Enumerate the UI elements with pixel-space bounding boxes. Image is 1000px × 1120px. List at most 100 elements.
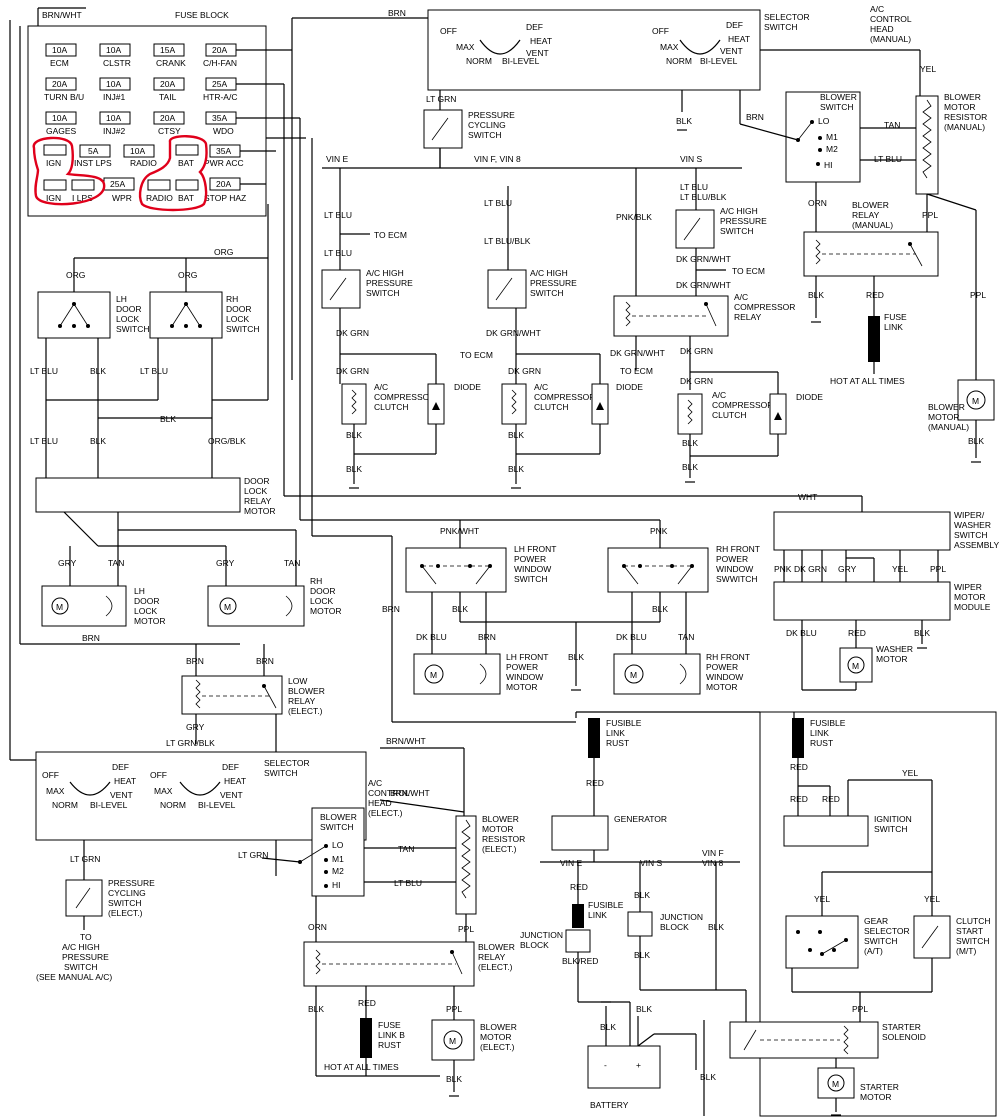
svg-text:RUST: RUST [606,738,629,748]
fuse-ctsy: 20A CTSY [153,111,185,136]
svg-text:LINK: LINK [588,910,607,920]
fuse-ecm: 10A ECM [45,43,77,68]
svg-text:LT BLU: LT BLU [394,878,422,888]
fuse-clstr: 10A CLSTR [99,43,131,68]
svg-text:CLUTCH: CLUTCH [534,402,568,412]
svg-text:BLK: BLK [682,462,698,472]
fuse-slot-bat: BAT [175,144,199,168]
svg-text:BLK/RED: BLK/RED [562,956,598,966]
svg-text:LOW: LOW [288,676,307,686]
svg-text:DIODE: DIODE [616,382,643,392]
svg-text:MOTOR: MOTOR [134,616,165,626]
svg-text:BLK: BLK [452,604,468,614]
fuse-link-manual [868,316,880,362]
svg-text:TO ECM: TO ECM [732,266,765,276]
svg-text:RUST: RUST [810,738,833,748]
svg-text:SWITCH: SWITCH [530,288,564,298]
svg-text:SWITCH: SWITCH [864,936,898,946]
svg-text:SWITCH: SWITCH [366,288,400,298]
svg-text:START: START [956,926,983,936]
svg-text:PPL: PPL [852,1004,868,1014]
svg-text:BLOCK: BLOCK [520,940,549,950]
svg-text:LH FRONT: LH FRONT [514,544,557,554]
fuse-htr-ac: 25A HTR-A/C [203,77,237,102]
svg-text:BATTERY: BATTERY [590,1100,629,1110]
svg-text:TAN: TAN [108,558,124,568]
svg-text:DEF: DEF [222,762,239,772]
svg-text:(MANUAL): (MANUAL) [944,122,985,132]
svg-text:PPL: PPL [458,924,474,934]
svg-text:BAT: BAT [178,158,194,168]
svg-text:WASHER: WASHER [876,644,913,654]
svg-text:RED: RED [586,778,604,788]
svg-text:RADIO: RADIO [146,193,173,203]
svg-text:VIN S: VIN S [640,858,663,868]
svg-text:LT BLU: LT BLU [484,198,512,208]
svg-text:(MANUAL): (MANUAL) [852,220,893,230]
svg-text:MOTOR: MOTOR [506,682,537,692]
rh-door-lock-switch [149,291,223,339]
svg-text:ORG/BLK: ORG/BLK [208,436,246,446]
svg-text:LH: LH [116,294,127,304]
svg-text:LT GRN/BLK: LT GRN/BLK [166,738,215,748]
gear-selector-switch [785,915,859,969]
svg-text:DK GRN: DK GRN [508,366,541,376]
svg-text:WPR: WPR [112,193,132,203]
svg-text:(ELECT.): (ELECT.) [288,706,323,716]
fuse-slot-ign: IGN [43,144,67,168]
battery [587,1045,661,1089]
svg-text:DK GRN/WHT: DK GRN/WHT [486,328,541,338]
svg-text:INST LPS: INST LPS [74,158,112,168]
svg-text:STOP HAZ: STOP HAZ [204,193,246,203]
svg-text:SELECTOR: SELECTOR [764,12,810,22]
svg-text:YEL: YEL [892,564,908,574]
svg-text:BRN/WHT: BRN/WHT [390,788,430,798]
svg-text:A/C HIGH: A/C HIGH [720,206,758,216]
svg-text:20A: 20A [212,45,227,55]
svg-text:M: M [430,670,437,680]
svg-text:DEF: DEF [526,22,543,32]
svg-text:PPL: PPL [922,210,938,220]
svg-text:DIODE: DIODE [454,382,481,392]
ignition-switch [783,815,869,847]
svg-text:TO ECM: TO ECM [460,350,493,360]
svg-text:JUNCTION: JUNCTION [520,930,563,940]
svg-text:BLK: BLK [90,366,106,376]
svg-text:WHT: WHT [798,492,817,502]
svg-text:HEAD: HEAD [870,24,894,34]
svg-text:SELECTOR: SELECTOR [864,926,910,936]
svg-text:10A: 10A [106,79,121,89]
svg-text:TAIL: TAIL [159,92,177,102]
svg-text:POWER: POWER [506,662,538,672]
svg-text:YEL: YEL [924,894,940,904]
svg-text:HI: HI [824,160,833,170]
fuse-wpr: 25A WPR [103,177,135,203]
svg-text:ORG: ORG [214,247,233,257]
svg-text:LH: LH [134,586,145,596]
fuse-ch-fan: 20A C/H-FAN [203,43,237,68]
svg-text:DK GRN: DK GRN [336,366,369,376]
svg-text:PPL: PPL [930,564,946,574]
ac-high-pressure-switch-vin-f [487,269,527,309]
svg-text:BAT: BAT [178,193,194,203]
svg-text:IGNITION: IGNITION [874,814,912,824]
svg-text:RED: RED [570,882,588,892]
svg-text:LINK: LINK [884,322,903,332]
svg-text:WINDOW: WINDOW [716,564,753,574]
highlight-ign-circle [32,136,106,206]
svg-text:GAGES: GAGES [46,126,77,136]
svg-text:(ELECT.): (ELECT.) [108,908,143,918]
svg-text:VIN E: VIN E [560,858,583,868]
svg-text:BLK: BLK [346,430,362,440]
door-lock-section: ORG ORG ORG LH DOOR LOCK SWITCH RH DOOR … [30,204,341,627]
svg-text:BLOWER: BLOWER [944,92,981,102]
svg-text:(A/T): (A/T) [864,946,883,956]
svg-text:DOOR: DOOR [310,586,336,596]
svg-text:RADIO: RADIO [130,158,157,168]
svg-text:RELAY: RELAY [244,496,272,506]
svg-text:MOTOR: MOTOR [944,102,975,112]
svg-text:LOCK: LOCK [244,486,267,496]
fuse-inj1: 10A INJ#1 [99,77,131,102]
svg-text:LINK: LINK [606,728,625,738]
fuse-slot-bat-2: BAT [175,179,199,203]
